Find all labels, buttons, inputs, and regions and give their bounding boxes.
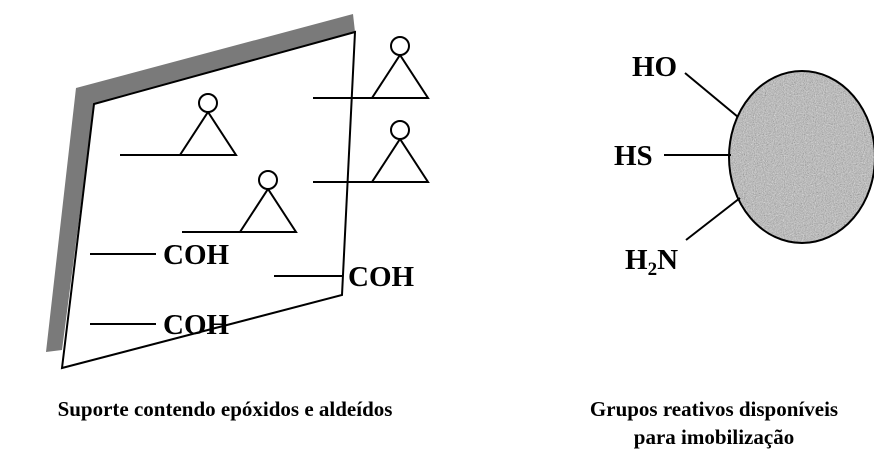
particle-caption-line1: Grupos reativos disponíveis: [590, 397, 838, 421]
aldehyde-group: COH: [90, 309, 230, 341]
support-plane: [60, 30, 357, 370]
aldehyde-label: COH: [348, 261, 415, 293]
support-caption: Suporte contendo epóxidos e aldeídos: [58, 397, 393, 421]
particle: [728, 70, 874, 244]
thiol-group: HS: [614, 140, 731, 172]
support-panel: [46, 14, 357, 370]
amine-label: H2N: [625, 244, 678, 280]
amine-label-main: H: [625, 244, 648, 276]
amine-label-tail: N: [657, 244, 678, 276]
hydroxyl-group: HO: [632, 51, 739, 118]
thiol-label: HS: [614, 140, 653, 172]
epoxide-group: [120, 93, 238, 156]
aldehyde-group: COH: [274, 261, 415, 293]
epoxide-group: [313, 36, 430, 99]
aldehyde-label: COH: [163, 309, 230, 341]
aldehyde-label: COH: [163, 239, 230, 271]
epoxide-group: [182, 170, 298, 233]
amine-label-subscript: 2: [648, 259, 658, 280]
epoxide-group: [313, 120, 430, 183]
aldehyde-group: COH: [90, 239, 230, 271]
amine-group: H2N: [625, 197, 741, 280]
hydroxyl-label: HO: [632, 51, 677, 83]
particle-caption-line2: para imobilização: [634, 425, 794, 449]
